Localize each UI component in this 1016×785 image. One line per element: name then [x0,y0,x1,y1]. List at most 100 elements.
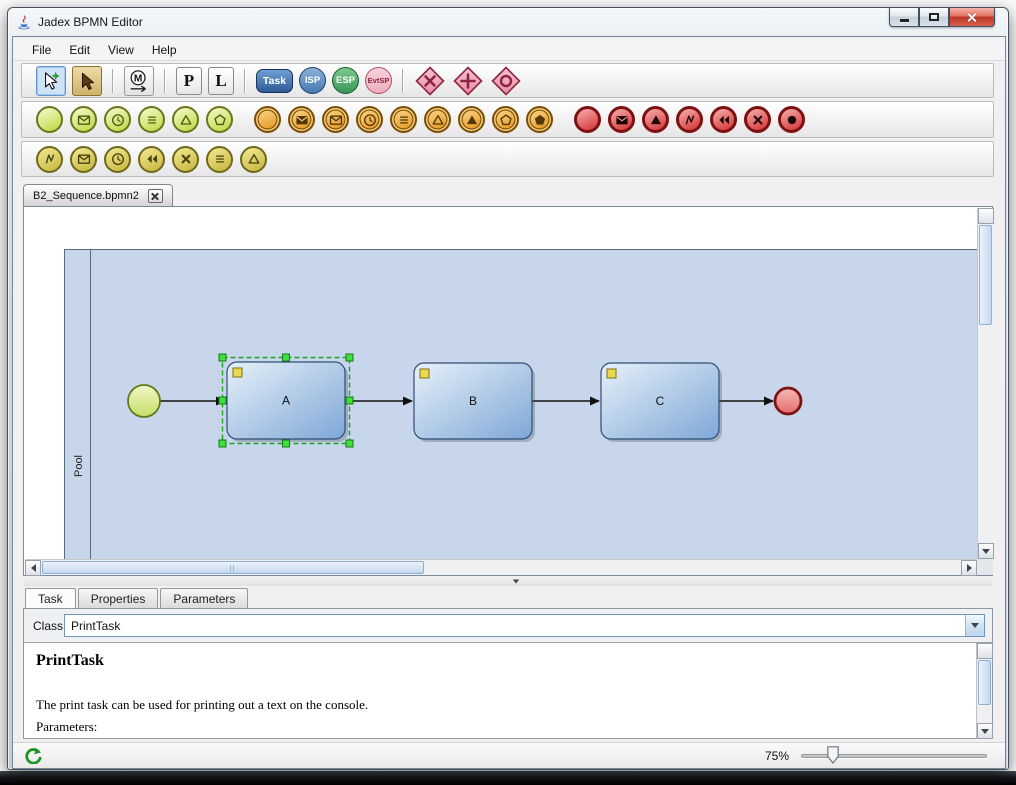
boundary-event-timer-button[interactable] [104,145,131,173]
java-logo-icon [16,14,32,30]
selection-handle[interactable] [282,353,290,362]
add-lane-button[interactable]: L [208,66,234,95]
boundary-event-cancel-button[interactable] [172,145,199,173]
selection-handle[interactable] [218,439,227,448]
end-event-empty-button[interactable] [574,106,601,133]
scroll-right-button[interactable] [961,560,977,576]
add-task-button[interactable]: Task [256,68,293,93]
menu-file[interactable]: File [32,42,52,57]
end-event-compensation-button[interactable] [710,106,737,133]
start-event-signal-button[interactable] [172,106,199,133]
start-event-empty-button[interactable] [36,106,63,133]
canvas-horizontal-scroll-thumb[interactable] [42,561,424,574]
collapse-down-icon[interactable] [512,579,519,584]
tab-parameters[interactable]: Parameters [160,588,249,608]
end-event-signal-button[interactable] [642,106,669,133]
canvas-vertical-scrollbar[interactable] [977,208,994,559]
add-event-subprocess-button[interactable]: EvtSP [365,67,392,94]
task-node-B[interactable]: B [413,362,535,442]
menu-view[interactable]: View [108,42,134,57]
svg-text:M: M [134,73,142,84]
envelope-icon [77,114,90,125]
add-xor-gateway-button[interactable] [414,65,446,97]
scrollbar-corner [977,559,993,575]
clock-icon [111,153,124,166]
task-node-A[interactable]: A [218,353,354,448]
boundary-event-compensation-button[interactable] [138,145,165,173]
add-parallel-gateway-button[interactable] [452,65,484,97]
document-tab[interactable]: B2_Sequence.bpmn2 [23,184,173,207]
end-event-terminate-button[interactable] [778,106,805,133]
add-external-subprocess-button[interactable]: ESP [332,67,359,94]
start-event-rule-button[interactable] [138,106,165,133]
minimize-button[interactable] [889,8,919,27]
start-event-message-button[interactable] [70,106,97,133]
refresh-icon[interactable] [25,747,42,765]
add-internal-subprocess-button[interactable]: ISP [299,67,326,94]
intermediate-event-signal-throw-button[interactable] [458,106,485,133]
class-combobox[interactable]: PrintTask [64,614,985,637]
intermediate-event-multiple-catch-button[interactable] [492,106,519,133]
tab-properties[interactable]: Properties [77,588,159,608]
intermediate-event-empty-button[interactable] [254,106,281,133]
slider-track[interactable] [801,754,987,758]
maximize-button[interactable] [919,8,949,27]
boundary-event-rule-button[interactable] [206,145,233,173]
end-event-node[interactable] [773,386,803,416]
split-pane-divider[interactable] [23,577,993,586]
toolbar-separator [244,68,246,93]
select-tool-button[interactable] [36,65,66,96]
canvas-horizontal-scrollbar[interactable] [25,559,977,576]
scroll-down-button[interactable] [978,543,994,559]
add-pool-button[interactable]: P [176,66,202,95]
selection-handle[interactable] [282,439,290,448]
end-event-cancel-button[interactable] [744,106,771,133]
intermediate-event-rule-button[interactable] [390,106,417,133]
add-inclusive-gateway-button[interactable] [490,65,522,97]
end-event-message-button[interactable] [608,106,635,133]
end-event-error-button[interactable] [676,106,703,133]
close-button[interactable] [949,8,995,27]
scroll-up-button[interactable] [977,643,993,659]
menu-edit[interactable]: Edit [69,42,91,57]
task-node-C[interactable]: C [600,362,722,442]
connection-tool-button[interactable] [72,65,102,96]
start-event-node[interactable] [127,384,161,418]
tab-close-button[interactable] [147,189,163,203]
intermediate-event-timer-button[interactable] [356,106,383,133]
start-event-timer-button[interactable] [104,106,131,133]
lines-icon [399,115,408,124]
selection-handle[interactable] [345,439,354,448]
messaging-edge-tool-button[interactable]: M [124,65,154,96]
combobox-dropdown-button[interactable] [965,615,984,636]
scroll-left-button[interactable] [25,560,41,576]
doc-vertical-scroll-thumb[interactable] [978,660,991,705]
tab-task[interactable]: Task [25,588,76,609]
selection-handle[interactable] [345,396,354,405]
intermediate-event-multiple-throw-button[interactable] [526,106,553,133]
intermediate-event-message-catch-button[interactable] [322,106,349,133]
canvas-vertical-scroll-thumb[interactable] [979,225,992,325]
document-tab-bar: B2_Sequence.bpmn2 [23,184,173,207]
scroll-up-button[interactable] [978,208,994,224]
boundary-event-message-button[interactable] [70,145,97,173]
slider-thumb[interactable] [827,746,839,764]
selection-handle[interactable] [218,353,227,362]
lines-icon [147,115,156,124]
menu-bar: File Edit View Help [13,39,1005,61]
boundary-event-error-button[interactable] [36,145,63,173]
start-event-multiple-button[interactable] [206,106,233,133]
boundary-event-signal-button[interactable] [240,145,267,173]
intermediate-event-signal-catch-button[interactable] [424,106,451,133]
zoom-slider[interactable] [799,745,989,766]
doc-vertical-scrollbar[interactable] [976,643,993,739]
scroll-down-button[interactable] [977,723,993,739]
document-tab-label: B2_Sequence.bpmn2 [33,190,139,202]
intermediate-event-message-throw-button[interactable] [288,106,315,133]
selection-handle[interactable] [218,396,227,405]
selection-handle[interactable] [345,353,354,362]
menu-help[interactable]: Help [151,42,177,57]
title-bar[interactable]: Jadex BPMN Editor [8,8,1008,36]
